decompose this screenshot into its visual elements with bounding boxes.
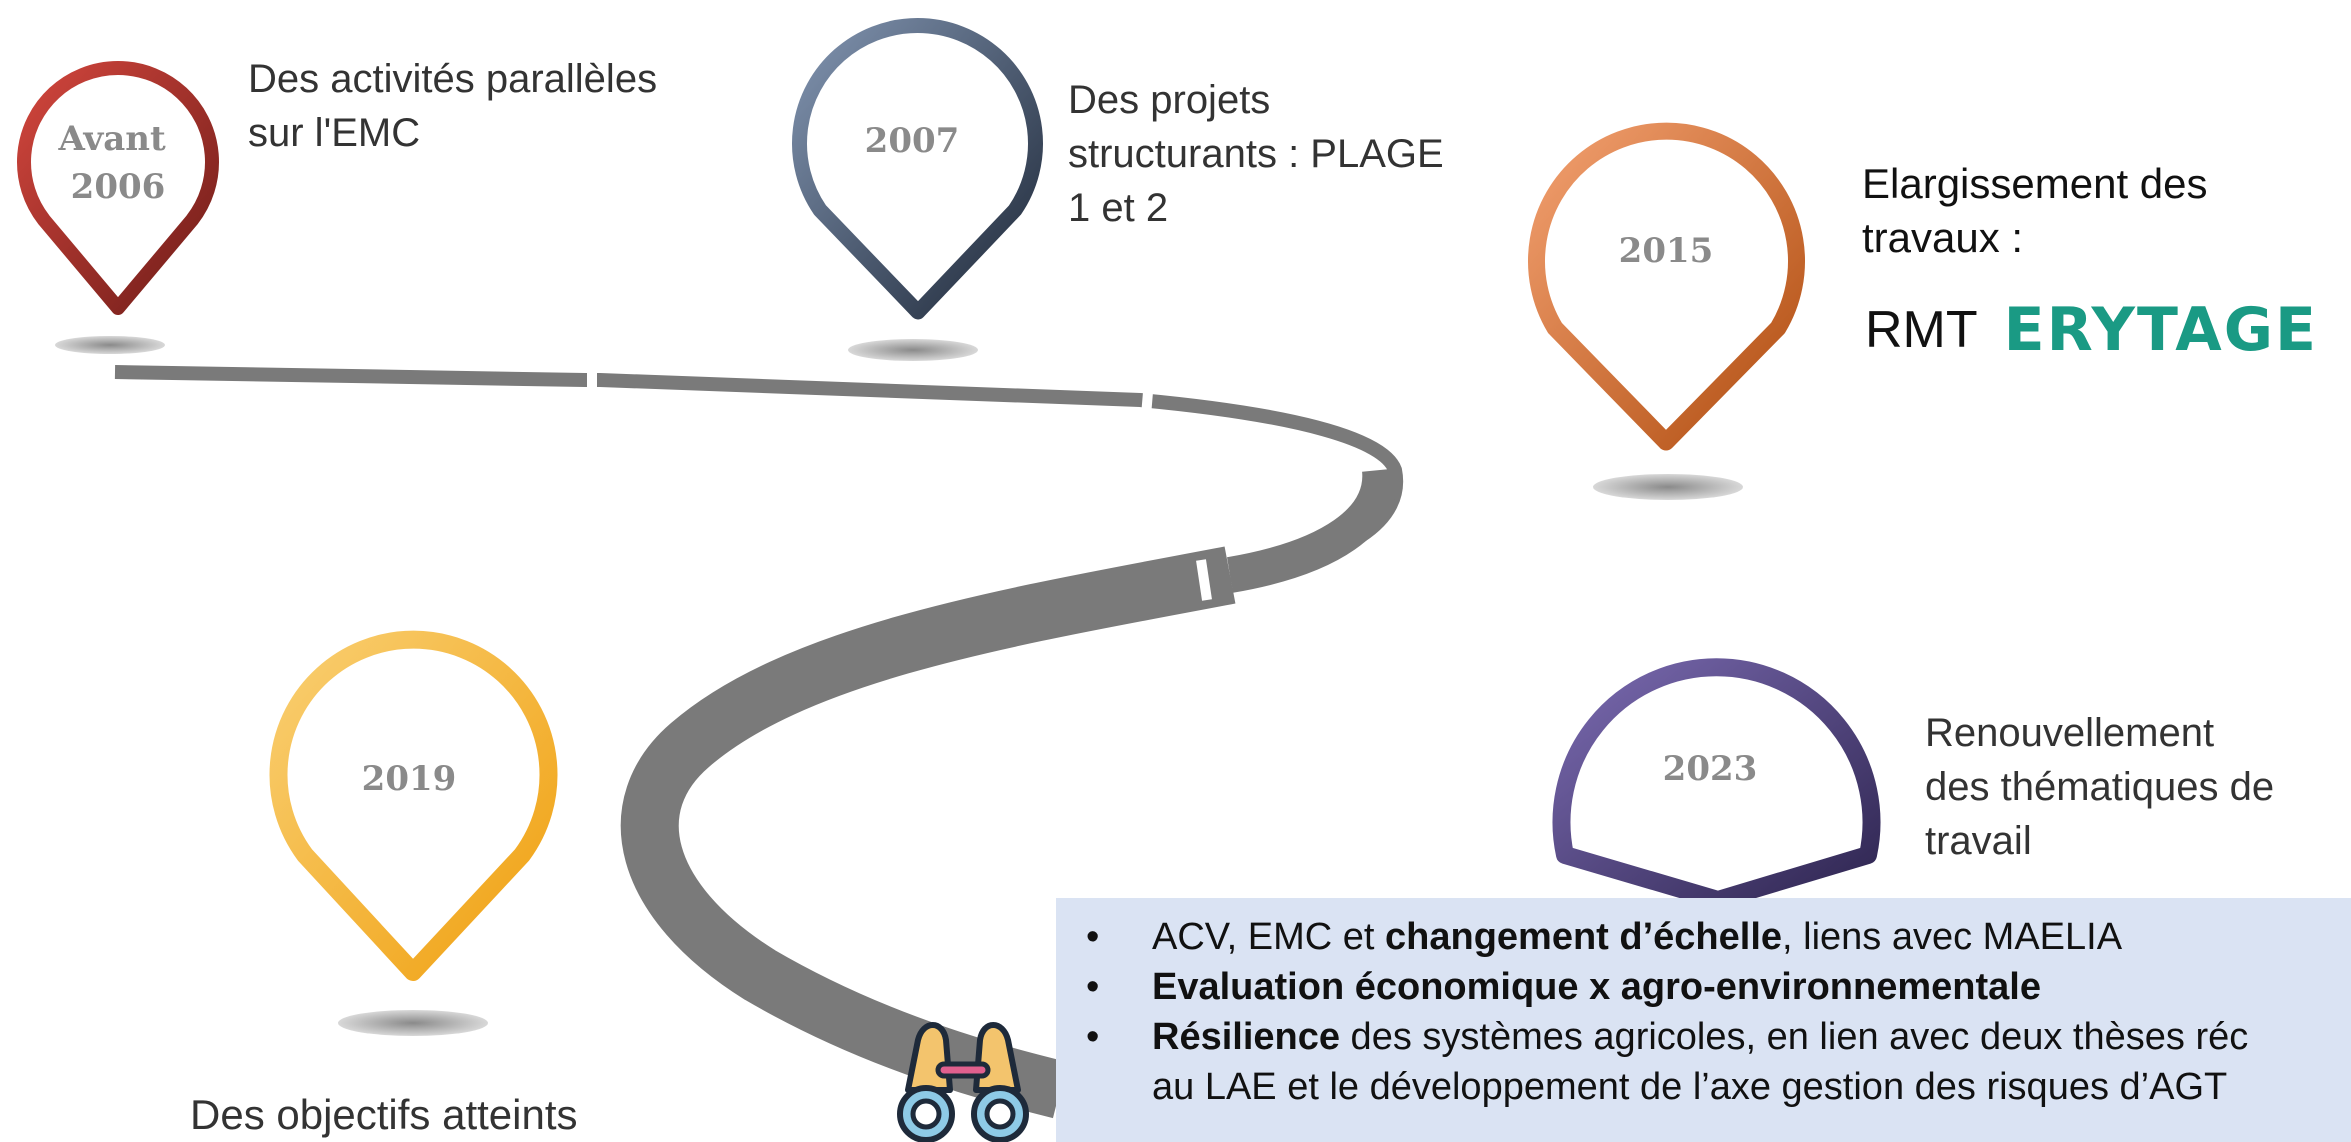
pin-2015: 2015 <box>1528 122 1805 451</box>
pin-2007: 2007 <box>792 18 1043 320</box>
pin-label-line1: Avant <box>57 119 166 159</box>
pin-label-2019: 2019 <box>362 759 457 799</box>
info-item-bold: Résilience <box>1152 1016 1340 1058</box>
binoculars-icon <box>897 1022 1029 1142</box>
info-item-text: ACV, EMC et <box>1152 916 1386 958</box>
pin-2023: 2023 <box>1552 658 1881 909</box>
info-item-bold: changement d’échelle <box>1385 916 1783 958</box>
pin-label-2007: 2007 <box>865 121 960 161</box>
milestone-text-avant-2006: Des activités parallèles sur l'EMC <box>248 57 658 155</box>
partner-row: RMT ERYTAGE <box>1865 290 2318 370</box>
erytage-logo: ERYTAGE <box>2003 295 2318 365</box>
info-item-bold: Evaluation économique x agro-environneme… <box>1152 966 2041 1008</box>
info-box: • ACV, EMC et changement d’échelle, lien… <box>1056 898 2351 1142</box>
bullet: • <box>1086 966 1100 1008</box>
bullet: • <box>1086 916 1100 958</box>
info-list: • ACV, EMC et changement d’échelle, lien… <box>1072 912 2351 1112</box>
pin-shadow <box>338 1010 488 1036</box>
info-item: • ACV, EMC et changement d’échelle, lien… <box>1072 912 2351 962</box>
pin-label-line2: 2006 <box>71 167 166 207</box>
pin-shadow <box>848 339 978 361</box>
info-item: • Evaluation économique x agro-environne… <box>1072 962 2351 1012</box>
bullet: • <box>1086 1016 1100 1058</box>
info-item-text: des systèmes agricoles, en lien avec deu… <box>1340 1016 2249 1058</box>
pin-label-2015: 2015 <box>1619 231 1714 271</box>
info-item-continuation: au LAE et le développement de l’axe gest… <box>1152 1066 2228 1108</box>
milestone-text-2023: Renouvellement des thématiques de travai… <box>1925 711 2275 863</box>
milestone-text-2019: Des objectifs atteints <box>190 1091 578 1138</box>
milestone-text-2015: Elargissement des travaux : <box>1862 160 2208 261</box>
pin-label-2023: 2023 <box>1663 749 1758 789</box>
pin-avant-2006: Avant 2006 <box>17 61 219 315</box>
info-item-text: , liens avec MAELIA <box>1782 916 2123 958</box>
pin-2019: 2019 <box>269 630 558 981</box>
info-item: • Résilience des systèmes agricoles, en … <box>1072 1012 2351 1112</box>
pin-shadow <box>55 336 165 354</box>
pin-shadow <box>1593 474 1743 500</box>
partner-prefix: RMT <box>1865 301 1978 359</box>
milestone-text-2007: Des projets structurants : PLAGE 1 et 2 <box>1068 78 1444 230</box>
pin-label: Avant 2006 <box>57 119 177 207</box>
